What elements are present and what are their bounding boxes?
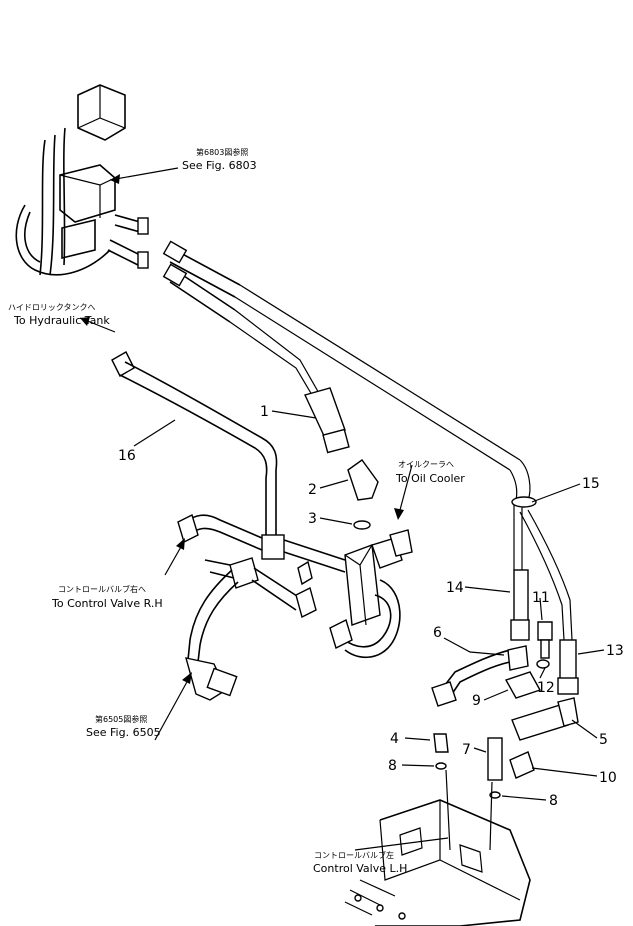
part-number-2: 2	[308, 482, 317, 498]
part-number-16: 16	[118, 448, 136, 464]
manifold-drawing	[329, 459, 413, 659]
part-number-1: 1	[260, 404, 269, 420]
part-number-12: 12	[537, 680, 555, 696]
control-valve-rh-pipes-drawing	[177, 514, 317, 701]
callout-cvlh-en: Control Valve L.H	[313, 862, 407, 875]
part-number-9: 9	[472, 693, 481, 709]
callout-cooler-en: To Oil Cooler	[395, 472, 465, 485]
callout-cvrh-en: To Control Valve R.H	[51, 597, 163, 610]
part-number-8a: 8	[388, 758, 397, 774]
part-number-15: 15	[582, 476, 600, 492]
callout-cvlh-jp: コントロールバルブ左	[314, 850, 394, 860]
part-number-7: 7	[462, 742, 471, 758]
callout-fig6505-en: See Fig. 6505	[86, 726, 161, 739]
leader-lines	[79, 167, 605, 851]
part-number-11: 11	[532, 590, 550, 606]
part-number-3: 3	[308, 511, 317, 527]
control-valve-lh-drawing	[344, 799, 531, 926]
callout-fig6803-en: See Fig. 6803	[182, 159, 257, 172]
callout-tank-jp: ハイドロリックタンクへ	[8, 303, 96, 312]
tank-assembly-drawing	[15, 84, 149, 276]
callout-cvrh-jp: コントロールバルブ右へ	[58, 584, 146, 594]
callout-tank-en: To Hydraulic Tank	[13, 314, 110, 327]
part-number-10: 10	[599, 770, 617, 786]
part-number-13: 13	[606, 643, 624, 659]
callout-fig6803-jp: 第6803図参照	[196, 147, 248, 157]
part-number-14: 14	[446, 580, 464, 596]
pipe-16-drawing	[111, 351, 346, 573]
callout-cooler-jp: オイルクーラへ	[398, 460, 454, 469]
upper-hoses-drawing	[162, 240, 531, 501]
part-number-6: 6	[433, 625, 442, 641]
part-number-8b: 8	[549, 793, 558, 809]
part-number-5: 5	[599, 732, 608, 748]
part-number-4: 4	[390, 731, 399, 747]
callout-fig6505-jp: 第6505図参照	[95, 714, 147, 724]
lower-right-lines-drawing	[431, 496, 579, 851]
